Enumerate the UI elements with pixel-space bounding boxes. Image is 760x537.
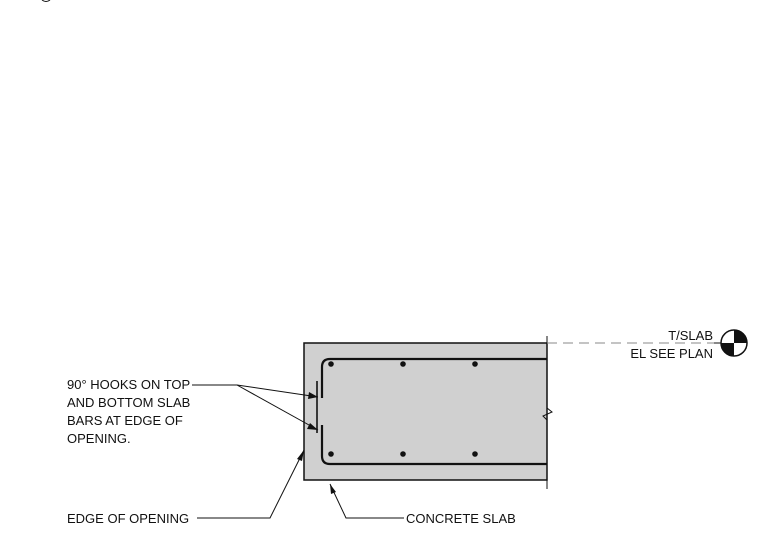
top-rebar-hook xyxy=(320,357,547,398)
bottom-rebar-hook xyxy=(320,425,547,466)
elevation-target-icon xyxy=(720,329,748,357)
edge-opening-leader xyxy=(197,449,305,519)
hooks-arrow-1 xyxy=(308,392,318,399)
hooks-note-line-1: 90° HOOKS ON TOP xyxy=(67,377,190,392)
concrete-slab-label: CONCRETE SLAB xyxy=(406,511,516,526)
rebar-dot-top-3 xyxy=(472,361,478,367)
concrete-slab-section xyxy=(303,342,548,481)
rebar-dot-top-1 xyxy=(328,361,334,367)
hooks-note-line-2: AND BOTTOM SLAB xyxy=(67,395,190,410)
rebar-dot-top-2 xyxy=(400,361,406,367)
hooks-note-line-4: OPENING. xyxy=(67,431,131,446)
edge-opening-arrow xyxy=(297,450,304,461)
rebar-dot-bottom-2 xyxy=(400,451,406,457)
hooks-leader-2 xyxy=(236,384,319,431)
el-see-plan-label: EL SEE PLAN xyxy=(630,346,713,361)
tslab-label: T/SLAB xyxy=(668,328,713,343)
edge-of-opening-label: EDGE OF OPENING xyxy=(67,511,189,526)
concrete-slab-arrow xyxy=(330,484,336,494)
hooks-arrow-2 xyxy=(307,423,318,430)
break-line-symbol xyxy=(542,407,553,421)
rebar-dot-bottom-3 xyxy=(472,451,478,457)
rebar-dot-bottom-1 xyxy=(328,451,334,457)
corner-mark xyxy=(41,0,51,2)
concrete-slab-leader xyxy=(329,483,404,519)
hooks-note-line-3: BARS AT EDGE OF xyxy=(67,413,183,428)
